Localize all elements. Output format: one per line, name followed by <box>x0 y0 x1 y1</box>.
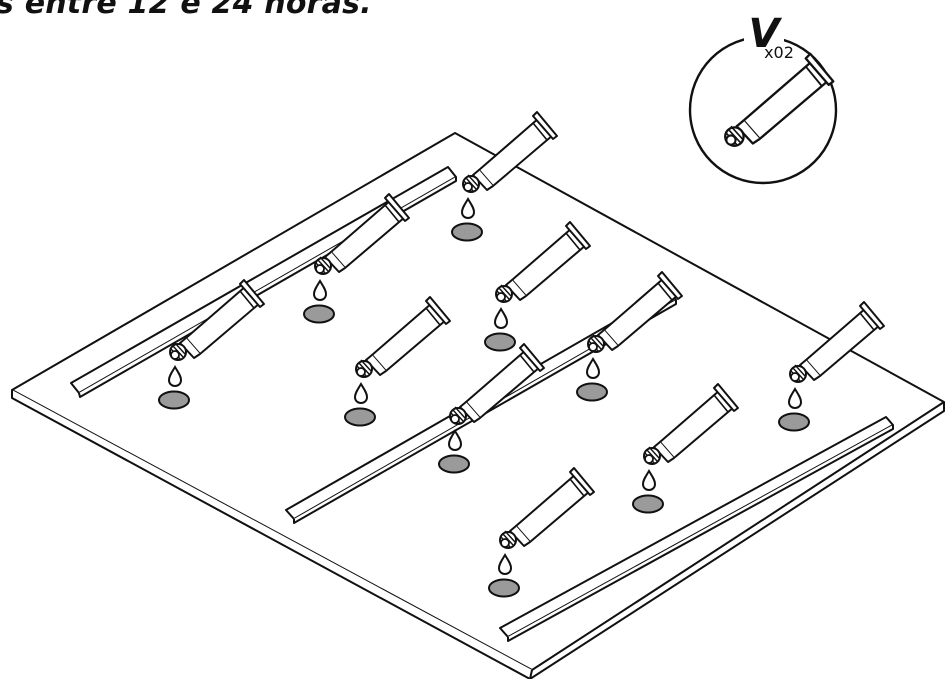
glue-station <box>438 343 545 474</box>
glue-station <box>778 301 885 432</box>
part-letter: V <box>749 11 783 57</box>
instruction-text: s entre 12 e 24 horas. <box>0 0 372 21</box>
glue-station <box>484 221 591 352</box>
glue-spot <box>303 304 335 324</box>
part-callout: V x02 <box>688 11 838 185</box>
glue-station <box>158 279 265 410</box>
glue-spot <box>451 222 483 242</box>
glue-spot <box>632 494 664 514</box>
glue-station <box>488 467 595 598</box>
glue-spot <box>484 332 516 352</box>
glue-spot <box>488 578 520 598</box>
glue-stations <box>158 111 885 598</box>
glue-spot <box>438 454 470 474</box>
glue-station <box>303 193 410 324</box>
glue-station <box>576 271 683 402</box>
glue-spot <box>158 390 190 410</box>
rail-right <box>499 416 894 642</box>
glue-station <box>451 111 558 242</box>
glue-spot <box>778 412 810 432</box>
glue-station <box>632 383 739 514</box>
glue-station <box>344 296 451 427</box>
glue-spot <box>344 407 376 427</box>
part-quantity: x02 <box>764 43 794 62</box>
glue-spot <box>576 382 608 402</box>
